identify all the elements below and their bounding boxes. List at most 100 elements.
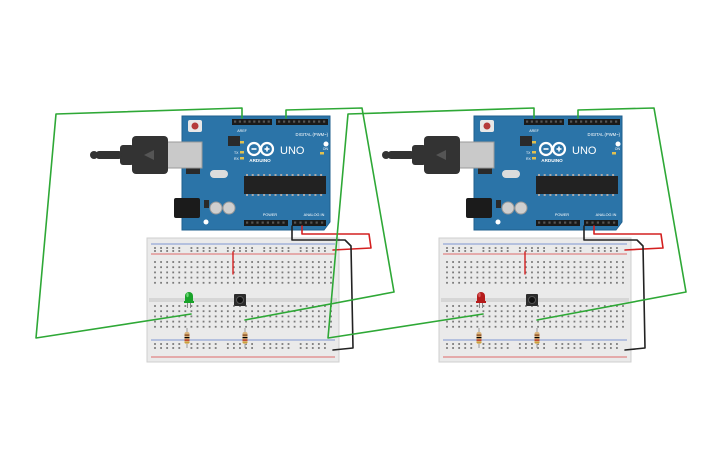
usb-plug-metal: [165, 141, 203, 169]
signal-wire-button[interactable]: [244, 107, 395, 321]
on-led-label: ON: [323, 147, 329, 151]
digital-header-2: [276, 119, 328, 125]
arduino-uno-board[interactable]: DIGITAL (PWM~)AREFARDUINOUNOLTXRXONPOWER…: [466, 115, 623, 231]
usb-cable[interactable]: [382, 136, 495, 174]
aref-label: AREF: [529, 129, 539, 133]
usb-strain-relief: [412, 145, 426, 165]
regulator-chip: [186, 164, 200, 174]
capacitor-1: [209, 201, 223, 215]
resistor-band: [184, 334, 190, 336]
digital-header-1: [232, 119, 272, 125]
rx-led: [532, 157, 536, 160]
usb-chip: [520, 136, 532, 146]
aref-label: AREF: [237, 129, 247, 133]
rx-led-label: RX: [526, 157, 532, 161]
led-highlight: [186, 292, 189, 298]
resistor-band: [242, 339, 248, 341]
usb-cable-stub: [388, 151, 414, 159]
atmega-chip: [536, 176, 618, 194]
capacitor-2: [514, 201, 528, 215]
rx-led-label: RX: [234, 157, 240, 161]
tx-led: [240, 151, 244, 154]
power-jack[interactable]: [466, 198, 492, 218]
digital-label: DIGITAL (PWM~): [588, 132, 621, 137]
usb-chip: [228, 136, 240, 146]
tx-led: [532, 151, 536, 154]
l-led: [240, 141, 244, 144]
bottom-header-pins: [538, 221, 616, 224]
resistor-band: [476, 337, 482, 339]
led-rim: [476, 301, 486, 303]
usb-cable-stub: [96, 151, 122, 159]
signal-wire-button[interactable]: [536, 107, 687, 321]
ground-wire[interactable]: [583, 225, 646, 351]
tx-led-label: TX: [526, 151, 531, 155]
small-component: [204, 200, 209, 208]
resistor[interactable]: [242, 328, 248, 348]
logo-ring-right: [551, 141, 567, 157]
power-wire-5v[interactable]: [301, 225, 372, 251]
rx-led: [240, 157, 244, 160]
digital-label: DIGITAL (PWM~): [296, 132, 329, 137]
mount-hole: [323, 141, 329, 147]
resistor-band: [476, 339, 482, 341]
atmega-pins: [246, 174, 323, 196]
analog-label: ANALOG IN: [304, 213, 325, 217]
analog-header: [584, 220, 618, 226]
digital-header-pins: [234, 120, 326, 123]
digital-header-pins: [526, 120, 618, 123]
brand-label: ARDUINO: [249, 158, 271, 163]
circuit-right[interactable]: DIGITAL (PWM~)AREFARDUINOUNOLTXRXONPOWER…: [327, 107, 687, 363]
breadboard-holes: [154, 247, 332, 349]
usb-symbol-icon: [436, 150, 446, 160]
on-led-label: ON: [615, 147, 621, 151]
circuit-left[interactable]: DIGITAL (PWM~)AREFARDUINOUNOLTXRXONPOWER…: [35, 107, 395, 363]
signal-wire-led[interactable]: [35, 107, 243, 339]
usb-symbol-icon: [144, 150, 154, 160]
power-wire-5v[interactable]: [593, 225, 664, 251]
reset-button-cap[interactable]: [483, 122, 491, 130]
power-header: [536, 220, 580, 226]
resistor[interactable]: [184, 328, 190, 348]
crystal: [502, 170, 520, 178]
led-body: [477, 292, 485, 302]
model-label: UNO: [572, 145, 597, 157]
power-jack[interactable]: [174, 198, 200, 218]
capacitor-1: [501, 201, 515, 215]
resistor-band: [184, 337, 190, 339]
crystal: [210, 170, 228, 178]
led-rim: [184, 301, 194, 303]
bottom-header-pins: [246, 221, 324, 224]
signal-wire-led[interactable]: [327, 107, 535, 339]
resistor[interactable]: [476, 328, 482, 348]
usb-strain-relief: [120, 145, 134, 165]
power-label: POWER: [555, 213, 570, 217]
arduino-logo-icon: [538, 141, 567, 157]
led[interactable]: [476, 292, 486, 308]
resistor-band: [534, 341, 540, 343]
arduino-uno-board[interactable]: DIGITAL (PWM~)AREFARDUINOUNOLTXRXONPOWER…: [174, 115, 331, 231]
usb-cable-end: [90, 151, 98, 159]
regulator-chip: [478, 164, 492, 174]
button-cap: [236, 296, 244, 304]
led[interactable]: [184, 292, 194, 308]
resistor-band: [534, 334, 540, 336]
l-led: [532, 141, 536, 144]
mount-hole: [203, 219, 209, 225]
resistor-band: [242, 341, 248, 343]
resistor-band: [534, 339, 540, 341]
power-header: [244, 220, 288, 226]
push-button[interactable]: [234, 294, 246, 306]
on-led: [320, 152, 324, 155]
logo-ring-right: [259, 141, 275, 157]
usb-cable[interactable]: [90, 136, 203, 174]
resistor[interactable]: [534, 328, 540, 348]
ground-wire[interactable]: [291, 225, 354, 351]
small-component: [496, 200, 501, 208]
push-button[interactable]: [526, 294, 538, 306]
arduino-logo-icon: [246, 141, 275, 157]
usb-cable-end: [382, 151, 390, 159]
reset-button-cap[interactable]: [191, 122, 199, 130]
digital-header-2: [568, 119, 620, 125]
